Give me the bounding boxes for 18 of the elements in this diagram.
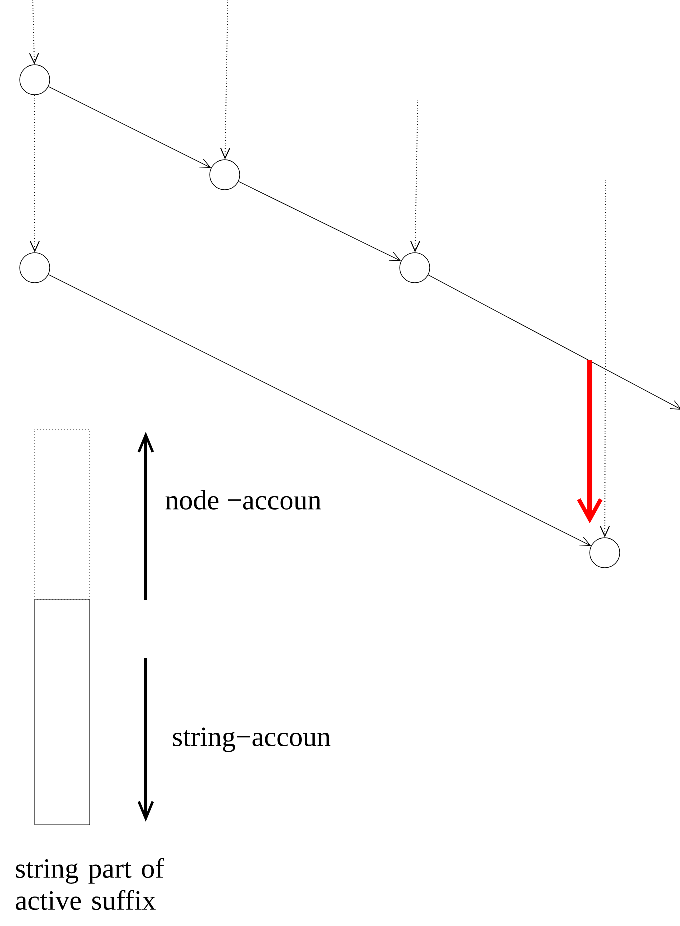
arrow	[577, 360, 603, 524]
axis-label: node −accoun	[166, 490, 322, 510]
arrow	[410, 100, 420, 253]
circle-node	[20, 252, 50, 284]
arrow	[48, 274, 592, 546]
caption-text: string part of active suffix	[16, 858, 164, 910]
arrow	[238, 181, 402, 262]
circle-node	[20, 64, 50, 96]
arrow	[220, 0, 230, 160]
circle-node	[400, 252, 430, 284]
arrow	[30, 94, 40, 253]
arrow	[428, 274, 680, 410]
arrow	[29, 0, 40, 65]
arrow	[48, 86, 212, 168]
circle-node	[210, 160, 240, 190]
arrow	[600, 180, 610, 538]
axis-label: string−accoun	[173, 728, 331, 752]
circle-node	[590, 538, 620, 568]
